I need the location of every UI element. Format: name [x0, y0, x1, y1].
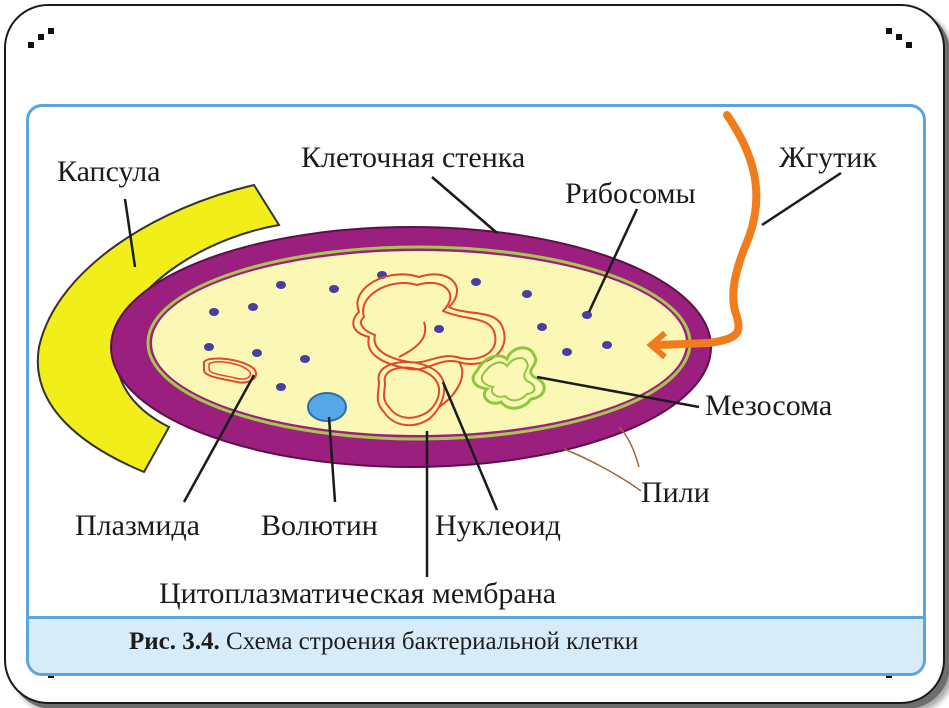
volutin-shape [307, 392, 347, 422]
ribosome [300, 355, 310, 363]
ribosome [471, 278, 481, 286]
ribosome [602, 341, 612, 349]
label-pili: Пили [641, 476, 710, 509]
leader-capsule [123, 198, 137, 268]
ribosome [329, 285, 339, 293]
ribosome [582, 311, 592, 319]
label-plasmid: Плазмида [75, 509, 200, 542]
label-mesosome: Мезосома [705, 389, 832, 422]
ribosome [276, 383, 286, 391]
flagellum-hook [646, 330, 667, 360]
bacterial-cell-figure: Капсула Клеточная стенка Жгутик Рибосомы… [26, 104, 926, 676]
ribosome [434, 325, 444, 333]
slide-frame: Капсула Клеточная стенка Жгутик Рибосомы… [4, 4, 945, 704]
leader-volutin [327, 416, 337, 503]
label-cytoplasmic-membrane: Цитоплазматическая мембрана [159, 577, 556, 610]
ribosome [204, 343, 214, 351]
plasmid-shape-inner [208, 361, 252, 380]
caption-bar: Рис. 3.4. Схема строения бактериальной к… [29, 616, 923, 673]
ribosome [252, 349, 262, 357]
nucleoid-shape [352, 273, 506, 427]
mesosome-shape-inner [480, 357, 536, 402]
figure-number: Рис. 3.4. [129, 628, 220, 655]
corner-dots-top-left [28, 26, 68, 56]
label-volutin: Волютин [261, 509, 378, 542]
ribosome [276, 281, 286, 289]
corner-dots-top-right [886, 26, 926, 56]
ribosome [537, 323, 547, 331]
capsule-shape [36, 183, 281, 474]
leader-plasmid [182, 374, 256, 503]
flagellum-shape [655, 111, 761, 349]
ribosome [562, 348, 572, 356]
figure-caption: Рис. 3.4. Схема строения бактериальной к… [129, 628, 638, 656]
label-ribosomes: Рибосомы [565, 177, 696, 210]
label-capsule: Капсула [57, 155, 160, 188]
label-nucleoid: Нуклеоид [435, 509, 561, 542]
label-cell-wall: Клеточная стенка [301, 141, 525, 174]
ribosome [522, 290, 532, 298]
leader-ribosomes [587, 208, 639, 313]
label-flagellum: Жгутик [779, 141, 877, 174]
leader-cell-wall [431, 176, 498, 234]
figure-caption-text: Схема строения бактериальной клетки [219, 628, 639, 655]
bacterial-cell-diagram: Капсула Клеточная стенка Жгутик Рибосомы… [36, 111, 877, 610]
leader-nucleoid [441, 381, 499, 511]
ribosome [209, 308, 219, 316]
leader-lines [123, 171, 842, 577]
pili-shape [563, 448, 642, 492]
mesosome-shape [471, 346, 546, 410]
leader-mesosome [536, 375, 700, 409]
pili-shape-2 [618, 426, 640, 468]
leader-flagellum [761, 171, 842, 227]
ribosome [248, 303, 258, 311]
